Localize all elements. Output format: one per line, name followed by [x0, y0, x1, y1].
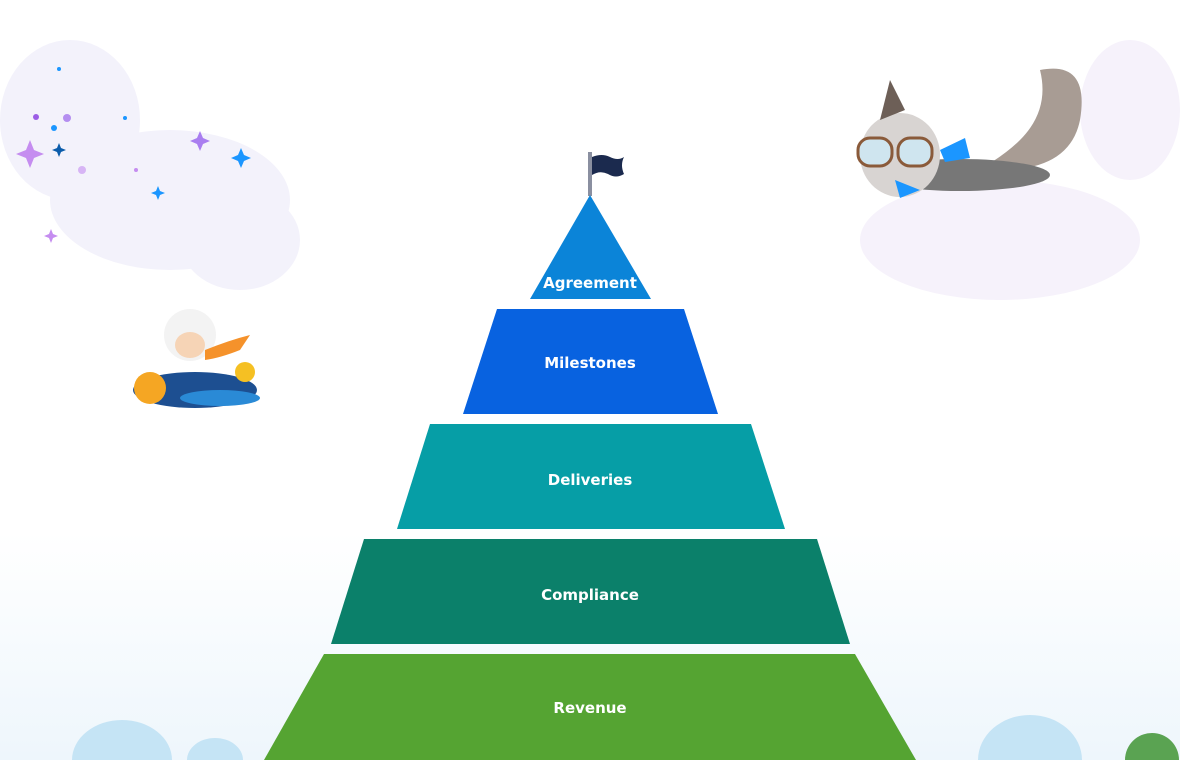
flying-squirrel-mascot-illustration — [856, 68, 1082, 198]
tier-label-deliveries: Deliveries — [548, 471, 633, 489]
tier-label-revenue: Revenue — [553, 699, 626, 717]
plane-mascot-illustration — [133, 309, 260, 408]
cloud-left — [0, 40, 300, 290]
tree-bottom-right — [1125, 733, 1179, 760]
tier-label-milestones: Milestones — [544, 354, 636, 372]
bush-bottom-left — [72, 720, 243, 760]
tier-agreement[interactable] — [530, 195, 651, 299]
tier-revenue[interactable] — [264, 654, 916, 760]
bush-bottom-right — [978, 715, 1082, 760]
tier-label-compliance: Compliance — [541, 586, 639, 604]
summit-flag-icon — [588, 152, 624, 196]
pyramid: Agreement Milestones Deliveries Complian… — [264, 195, 916, 760]
cloud-right — [860, 40, 1180, 300]
tier-milestones[interactable] — [463, 309, 718, 414]
tier-label-agreement: Agreement — [543, 274, 637, 292]
tier-compliance[interactable] — [331, 539, 850, 644]
sparkles — [16, 67, 251, 243]
tier-deliveries[interactable] — [397, 424, 785, 529]
